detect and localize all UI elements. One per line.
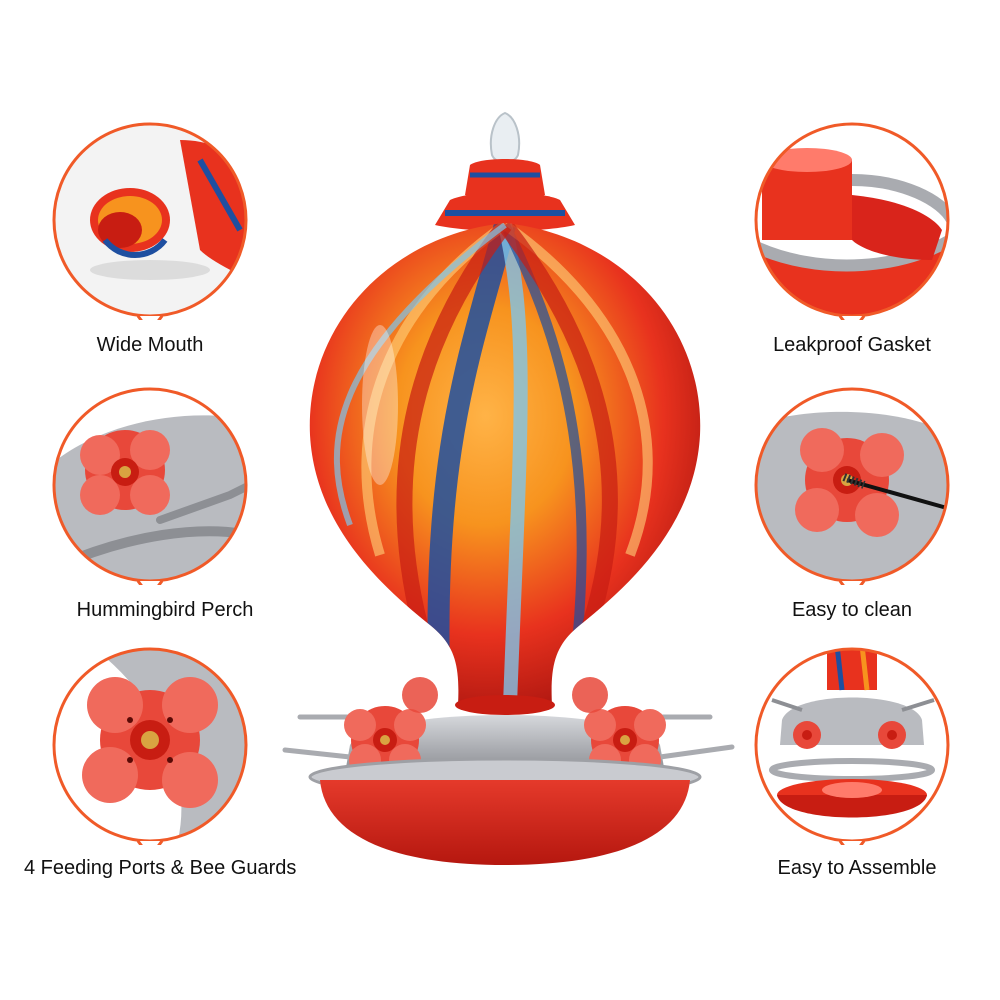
flower-port-closeup-icon <box>50 645 250 845</box>
feature-label: 4 Feeding Ports & Bee Guards <box>24 857 297 879</box>
cleaning-brush-closeup-icon <box>752 385 952 585</box>
feature-label: Hummingbird Perch <box>76 599 254 621</box>
perch-closeup-icon <box>50 385 250 585</box>
flower-port-right <box>584 706 666 776</box>
feature-label: Wide Mouth <box>96 334 204 356</box>
flower-port-back-left <box>402 677 438 713</box>
wide-mouth-closeup-icon <box>50 120 250 320</box>
feature-label: Easy to Assemble <box>777 857 937 879</box>
hummingbird-feeder-image <box>270 105 740 885</box>
flower-port-left <box>344 706 426 776</box>
feature-label: Leakproof Gasket <box>773 334 931 356</box>
flower-port-back-right <box>572 677 608 713</box>
feature-label: Easy to clean <box>791 599 913 621</box>
gasket-closeup-icon <box>752 120 952 320</box>
assembly-closeup-icon <box>752 645 952 845</box>
